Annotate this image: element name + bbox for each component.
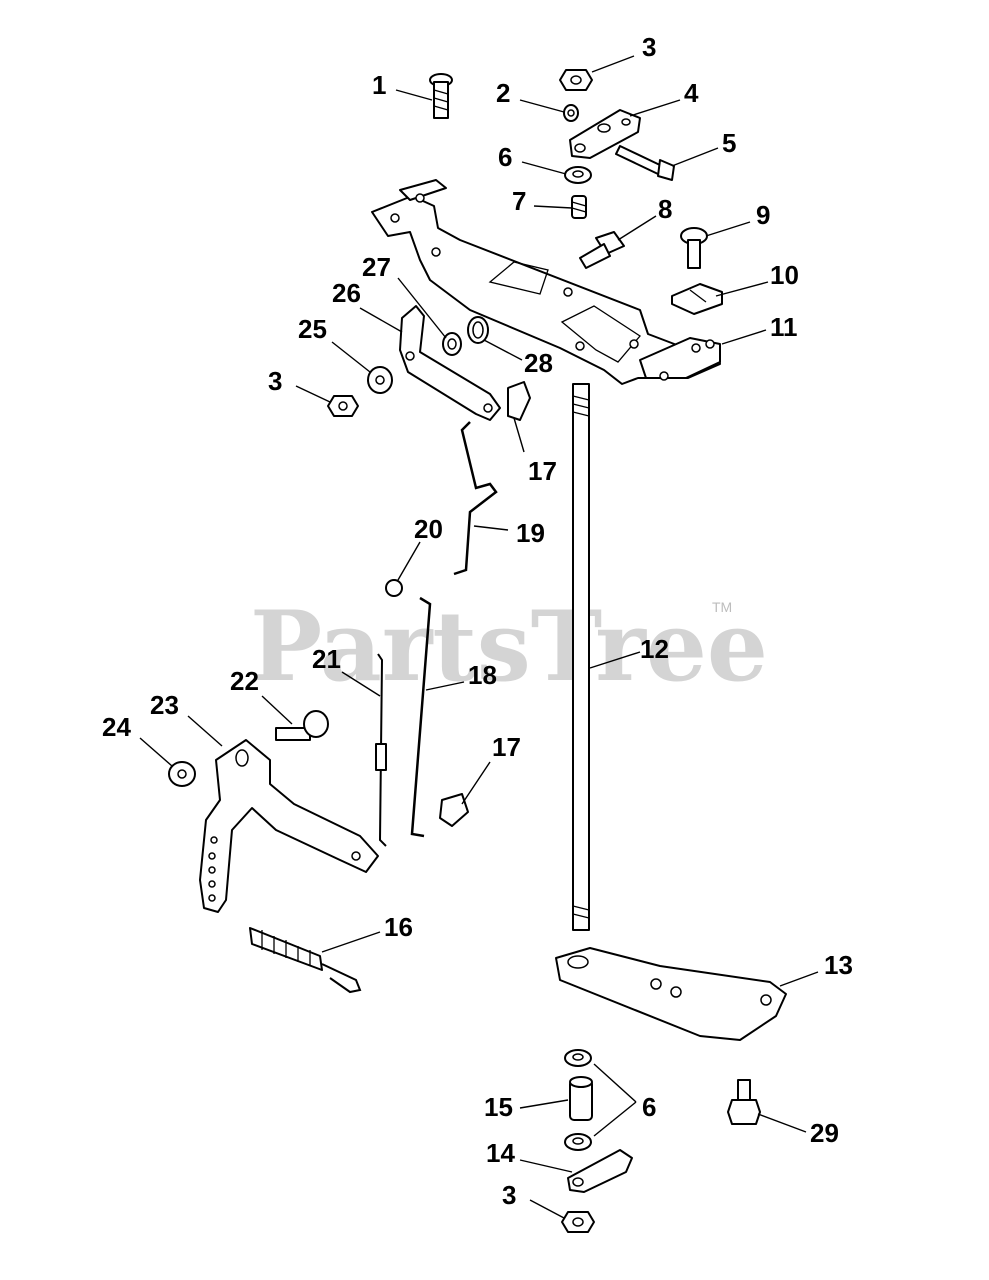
part-22-stud xyxy=(275,710,329,741)
callout-21: 21 xyxy=(312,644,341,674)
callout-7: 7 xyxy=(512,186,526,216)
callout-26: 26 xyxy=(332,278,361,308)
callout-11: 11 xyxy=(770,312,798,342)
part-17-clip-upper xyxy=(507,381,531,421)
callout-1: 1 xyxy=(372,70,386,100)
part-24-nut xyxy=(168,761,196,787)
callout-3-left: 3 xyxy=(268,366,282,396)
part-23-lever-arm xyxy=(199,739,379,913)
part-28-ring xyxy=(467,316,489,344)
callout-27: 27 xyxy=(362,252,391,282)
part-10-clip xyxy=(671,283,723,315)
callout-13: 13 xyxy=(824,950,853,980)
part-7-spring xyxy=(571,195,587,219)
part-13-lower-plate xyxy=(555,947,787,1041)
part-1-screw xyxy=(429,73,453,119)
part-14-arm xyxy=(567,1149,633,1193)
callout-6-top: 6 xyxy=(498,142,512,172)
part-16-spring xyxy=(249,927,362,994)
callout-8: 8 xyxy=(658,194,672,224)
watermark-trademark: TM xyxy=(712,599,732,615)
callout-6-lower: 6 xyxy=(642,1092,656,1122)
part-9-screw xyxy=(680,227,708,269)
leader-lines xyxy=(139,55,819,1219)
callout-24: 24 xyxy=(102,712,131,742)
part-25-washer xyxy=(367,366,393,394)
watermark-text: PartsTree xyxy=(250,590,768,703)
callout-15: 15 xyxy=(484,1092,513,1122)
part-19-link xyxy=(453,421,498,576)
callout-10: 10 xyxy=(770,260,799,290)
callout-5: 5 xyxy=(722,128,736,158)
part-6-washer-top xyxy=(564,166,592,184)
callout-19: 19 xyxy=(516,518,545,548)
callout-4: 4 xyxy=(684,78,699,108)
part-27-bushing xyxy=(442,332,462,356)
part-29-fitting xyxy=(727,1079,761,1125)
callout-9: 9 xyxy=(756,200,770,230)
callout-20: 20 xyxy=(414,514,443,544)
callout-29: 29 xyxy=(810,1118,839,1148)
callout-28: 28 xyxy=(524,348,553,378)
callout-12: 12 xyxy=(640,634,669,664)
part-12-rod xyxy=(572,383,590,931)
part-3-nut-bottom xyxy=(561,1211,595,1233)
callout-14: 14 xyxy=(486,1138,515,1168)
callout-3-top: 3 xyxy=(642,32,656,62)
callout-25: 25 xyxy=(298,314,327,344)
callout-2: 2 xyxy=(496,78,510,108)
part-4-plate xyxy=(569,109,641,159)
callout-16: 16 xyxy=(384,912,413,942)
callout-22: 22 xyxy=(230,666,259,696)
part-26-lever xyxy=(399,305,501,421)
part-5-bolt xyxy=(615,145,675,181)
part-21-spring-rod xyxy=(375,653,387,847)
part-11-main-bracket xyxy=(371,179,721,385)
part-15-bushing xyxy=(569,1076,593,1121)
callout-17-upper: 17 xyxy=(528,456,557,486)
part-17-clip-lower xyxy=(439,793,469,827)
part-18-rod xyxy=(410,596,432,838)
callout-17-lower: 17 xyxy=(492,732,521,762)
callout-18: 18 xyxy=(468,660,497,690)
part-3-nut-left xyxy=(327,395,359,417)
callout-labels: 1 2 3 4 5 6 7 8 9 10 11 12 13 14 15 16 1… xyxy=(102,32,853,1210)
part-3-nut-top xyxy=(559,69,593,91)
part-6-washer-lower xyxy=(564,1049,592,1151)
part-8-shoulder-bolt xyxy=(579,231,625,269)
callout-3-bottom: 3 xyxy=(502,1180,516,1210)
part-2-nut xyxy=(563,104,579,122)
part-20-grommet xyxy=(385,579,403,597)
callout-23: 23 xyxy=(150,690,179,720)
